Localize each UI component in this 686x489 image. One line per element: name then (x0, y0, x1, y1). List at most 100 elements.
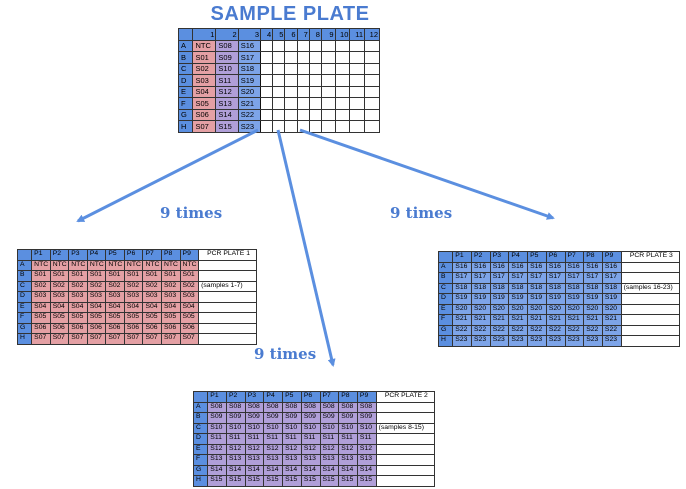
pcr-plate-cell: S20 (508, 303, 529, 315)
pcr-plate-cell: S03 (105, 291, 125, 303)
pcr-plate-cell: S02 (105, 280, 125, 292)
pcr-plate-cell: S23 (527, 335, 547, 347)
pcr-plate-column-header: P3 (244, 391, 265, 403)
pcr-plate-cell: S02 (142, 280, 162, 292)
pcr-plate-row-header: C (192, 422, 209, 434)
pcr-plate-cell: S06 (68, 322, 88, 334)
pcr-plate-cell: S12 (244, 443, 265, 455)
pcr-plate-empty-cell (620, 324, 681, 336)
sample-plate-empty-cell (364, 39, 380, 52)
pcr-plate-cell: S16 (583, 261, 603, 273)
pcr-plate-cell: S09 (226, 412, 246, 424)
pcr-plate-column-header: P7 (142, 249, 162, 261)
pcr-plate-cell: S17 (471, 272, 491, 284)
pcr-plate-column-header: P2 (471, 251, 491, 263)
pcr-plate-cell: S06 (49, 322, 70, 334)
pcr-plate-cell: S03 (123, 291, 144, 303)
pcr-plate-cell: S19 (601, 293, 622, 305)
pcr-plate-cell: S23 (601, 335, 622, 347)
pcr-plate-cell: S08 (263, 401, 284, 413)
pcr-plate-empty-cell (198, 291, 257, 303)
sample-plate-empty-cell (364, 74, 380, 87)
pcr-plate-cell: S04 (179, 301, 200, 313)
pcr-plate-cell: S04 (86, 301, 107, 313)
pcr-plate-column-header: P9 (179, 249, 200, 261)
pcr-plate-column-header: P5 (105, 249, 125, 261)
pcr-plate-cell: S04 (105, 301, 125, 313)
pcr-plate-cell: S01 (142, 270, 162, 282)
pcr-plate-column-header: P7 (319, 391, 340, 403)
pcr-plate-cell: S12 (300, 443, 321, 455)
pcr-plate-cell: S08 (300, 401, 321, 413)
pcr-plate-cell: S22 (508, 324, 529, 336)
pcr-plate-row-header: A (437, 261, 454, 273)
sample-plate-cell: S17 (237, 51, 262, 64)
pcr-plate-cell: S12 (263, 443, 284, 455)
pcr-plate-cell: S03 (31, 291, 51, 303)
sample-plate-empty-cell (334, 51, 351, 64)
pcr-plate-column-header: P2 (49, 249, 70, 261)
pcr-plate-cell: S01 (105, 270, 125, 282)
pcr-plate-row-header: G (16, 322, 33, 334)
pcr-plate-column-header: P5 (282, 391, 302, 403)
pcr-plate-row-header: E (437, 303, 454, 315)
pcr-plate-cell: S17 (452, 272, 472, 284)
pcr-plate-cell: S19 (527, 293, 547, 305)
pcr-plate-cell: S17 (583, 272, 603, 284)
pcr-plate-cell: S02 (68, 280, 88, 292)
pcr-plate-empty-cell (620, 293, 681, 305)
pcr-plate-empty-cell (198, 322, 257, 334)
pcr-plate-cell: S22 (564, 324, 585, 336)
pcr-plate-cell: S16 (527, 261, 547, 273)
pcr-plate-cell: S23 (508, 335, 529, 347)
arrow-to-pcr-plate-3 (299, 128, 555, 220)
pcr-plate-cell: S15 (263, 475, 284, 487)
pcr-plate-cell: S20 (545, 303, 566, 315)
pcr-plate-cell: NTC (142, 259, 162, 271)
pcr-plate-column-header: P3 (489, 251, 510, 263)
pcr-plate-cell: S04 (161, 301, 181, 313)
pcr-plate-cell: S20 (489, 303, 510, 315)
pcr-plate-cell: S01 (68, 270, 88, 282)
pcr-plate-cell: S11 (338, 433, 358, 445)
pcr-plate-empty-cell (375, 475, 436, 487)
pcr-plate-cell: S05 (105, 312, 125, 324)
pcr-plate-cell: S14 (244, 464, 265, 476)
pcr-plate-column-header: P3 (68, 249, 88, 261)
pcr-plate-cell: S18 (545, 282, 566, 294)
pcr-plate-cell: S11 (356, 433, 377, 445)
pcr-plate-cell: S03 (86, 291, 107, 303)
pcr-plate-cell: S14 (207, 464, 227, 476)
pcr-plate-cell: NTC (123, 259, 144, 271)
sample-plate-column-header: 1 (192, 28, 217, 41)
pcr-plate-cell: S23 (545, 335, 566, 347)
pcr-plate-cell: S14 (356, 464, 377, 476)
pcr-plate-cell: S23 (583, 335, 603, 347)
pcr-plate-empty-cell (620, 272, 681, 284)
pcr-plate-cell: S07 (31, 333, 51, 345)
pcr-plate-cell: S07 (68, 333, 88, 345)
pcr-plate-cell: S11 (263, 433, 284, 445)
pcr-plate-cell: S18 (527, 282, 547, 294)
pcr-plate-cell: S08 (338, 401, 358, 413)
pcr-plate-cell: S16 (489, 261, 510, 273)
sample-plate-column-header: 2 (215, 28, 239, 41)
sample-plate-column-header: 10 (334, 28, 351, 41)
sample-plate-empty-cell (334, 120, 351, 133)
pcr-plate-cell: S19 (471, 293, 491, 305)
pcr-plate-cell: S01 (49, 270, 70, 282)
pcr-plate-empty-cell (198, 270, 257, 282)
arrow-label-plate-3: 9 times (390, 204, 453, 222)
pcr-plate-cell: S23 (564, 335, 585, 347)
pcr-plate-cell: S05 (31, 312, 51, 324)
arrow-label-plate-1: 9 times (160, 204, 223, 222)
sample-plate-empty-cell (308, 39, 322, 52)
pcr-plate-cell: S01 (123, 270, 144, 282)
pcr-plate-row-header: F (437, 314, 454, 326)
pcr-plate-empty-cell (375, 401, 436, 413)
sample-plate-column-header: 11 (349, 28, 366, 41)
pcr-plate-row-header: E (16, 301, 33, 313)
